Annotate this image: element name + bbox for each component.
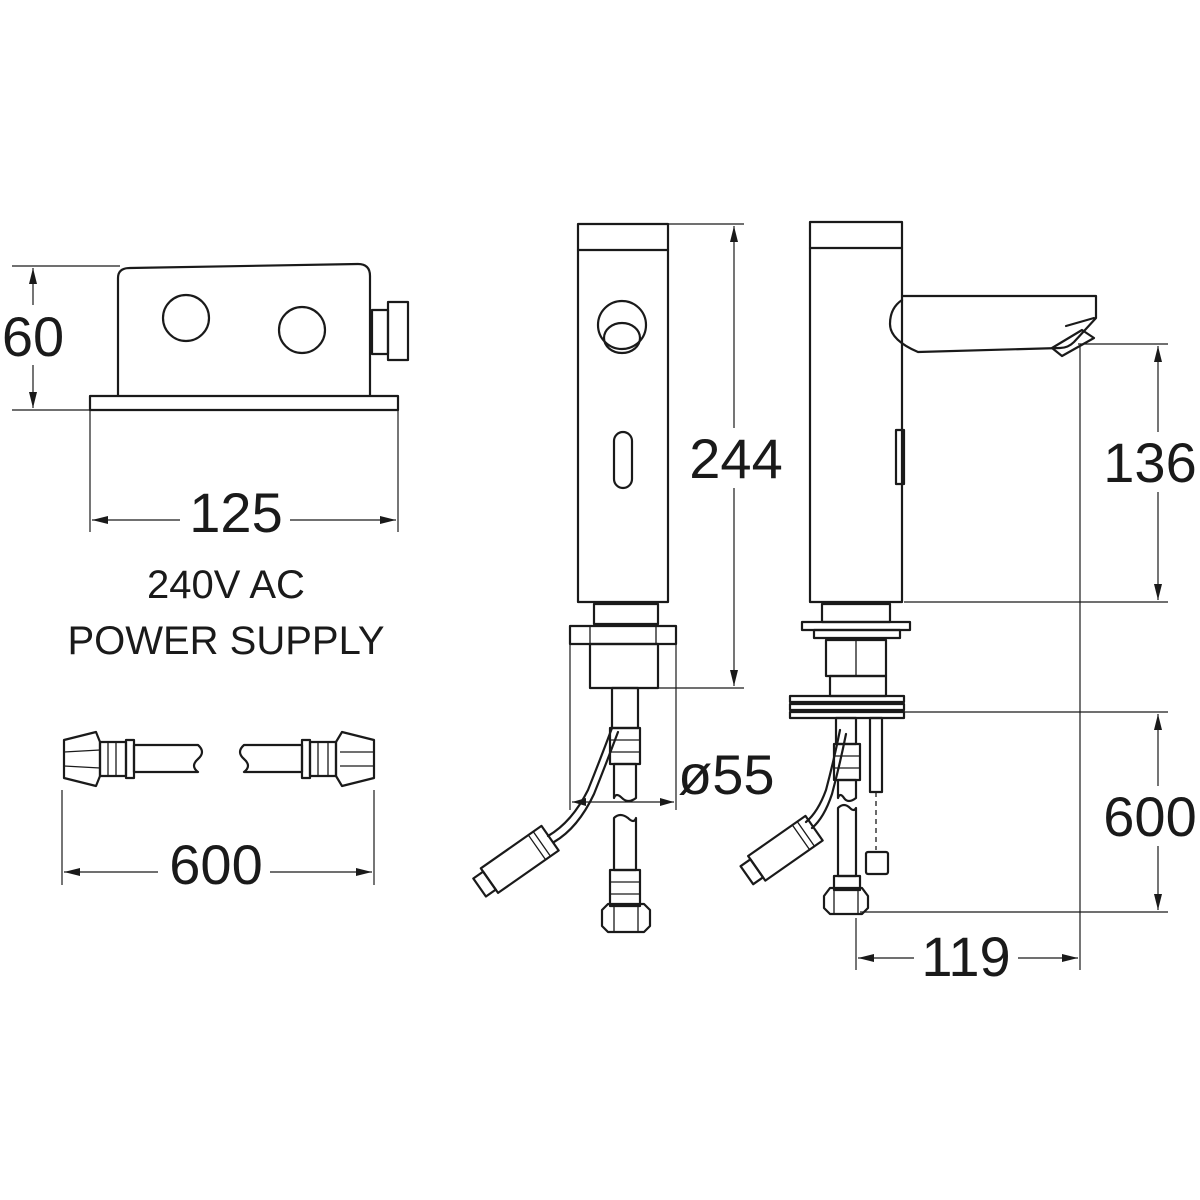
power-supply-box [88, 262, 410, 412]
power-caption-line2: POWER SUPPLY [67, 619, 384, 663]
side-hose-length-label: 600 [1103, 785, 1196, 848]
flexible-hose [62, 730, 376, 788]
tap-height-label: 244 [689, 427, 782, 490]
spout-height-label: 136 [1103, 431, 1196, 494]
box-height-dimension: 60 [0, 265, 120, 411]
box-height-label: 60 [2, 305, 64, 368]
tap-diameter-dimension: ø55 [569, 644, 775, 810]
tap-front-view [472, 222, 678, 934]
spout-reach-dimension: 119 [855, 346, 1081, 988]
tap-diameter-label: ø55 [678, 743, 775, 806]
hose-length-label: 600 [169, 833, 262, 896]
power-caption-line1: 240V AC [147, 563, 305, 607]
side-hose-length-dimension: 600 [860, 711, 1200, 913]
hose-length-dimension: 600 [61, 790, 375, 900]
spout-height-dimension: 136 [904, 343, 1200, 603]
box-width-dimension: 125 [89, 410, 399, 548]
tap-height-dimension: 244 [658, 223, 788, 689]
spout-reach-label: 119 [921, 925, 1010, 988]
box-width-label: 125 [189, 481, 282, 544]
tap-side-view [739, 220, 1098, 916]
